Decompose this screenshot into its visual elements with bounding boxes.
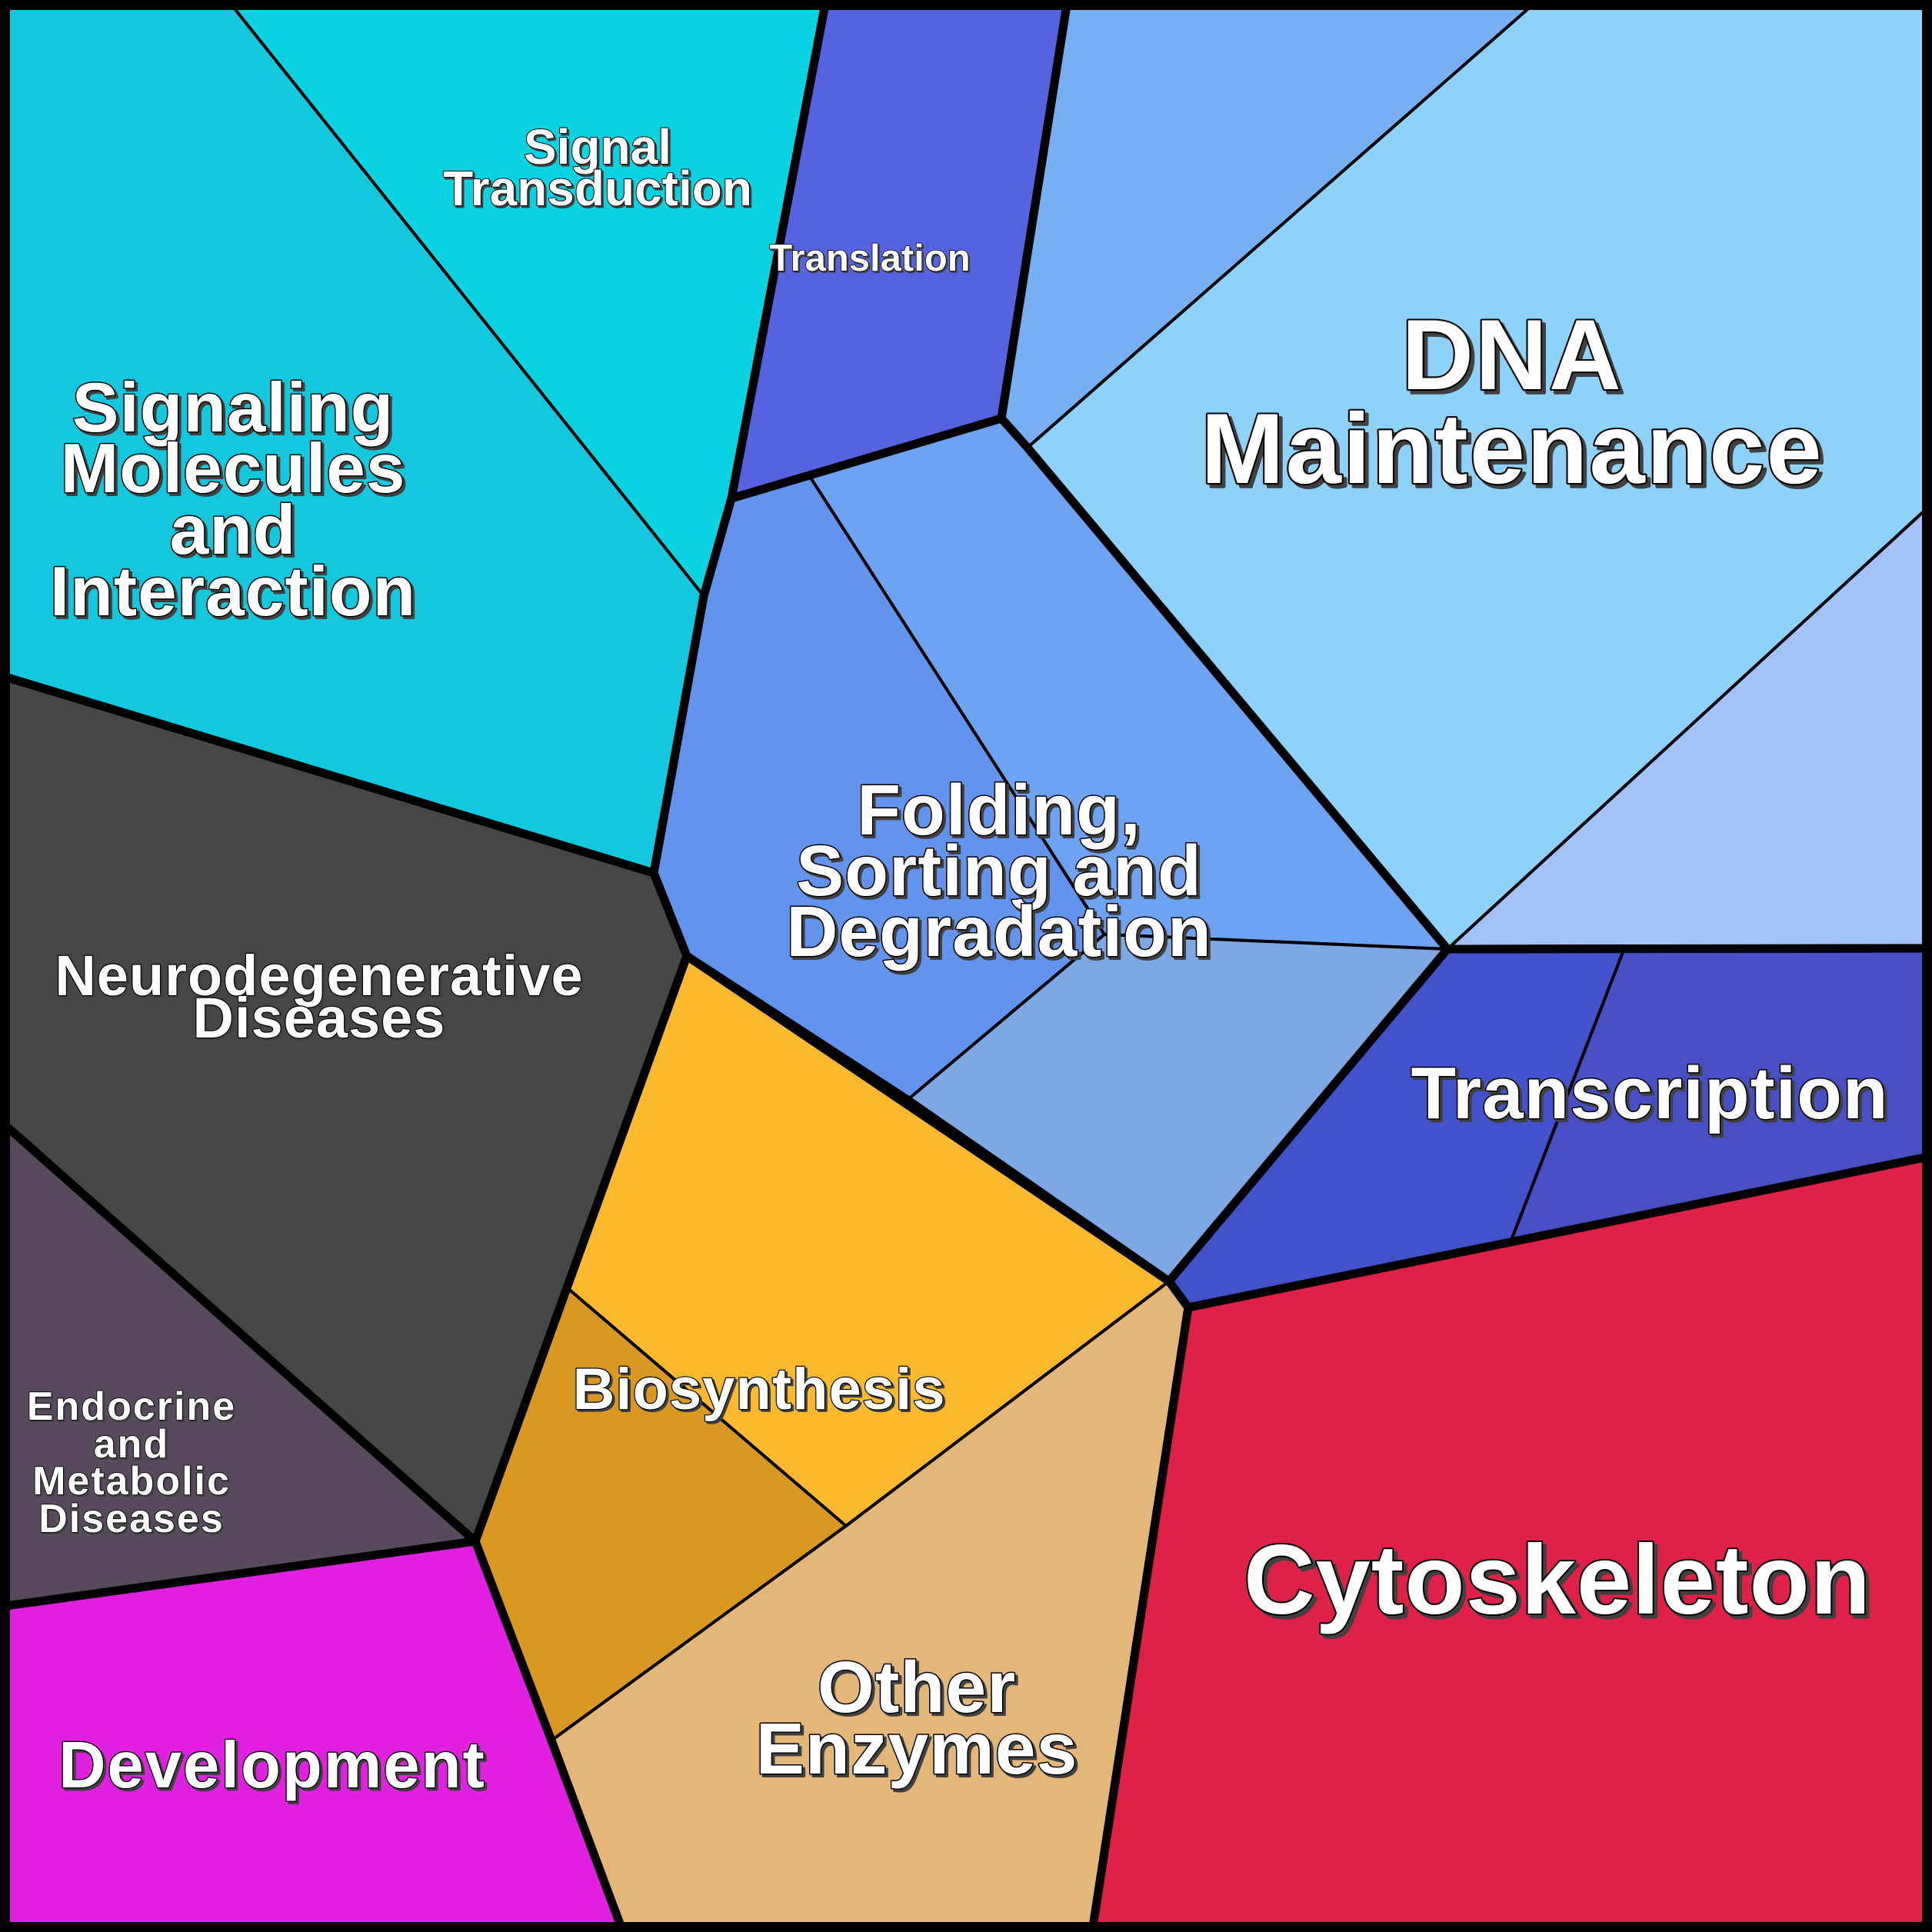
svg-text:Development: Development bbox=[61, 1731, 488, 1804]
svg-text:Enzymes: Enzymes bbox=[758, 1710, 1081, 1792]
svg-text:Signaling: Signaling bbox=[75, 371, 397, 449]
svg-text:Molecules: Molecules bbox=[63, 432, 408, 510]
svg-text:Diseases: Diseases bbox=[193, 986, 446, 1050]
svg-text:Development: Development bbox=[58, 1729, 486, 1802]
svg-text:and: and bbox=[94, 1422, 169, 1467]
svg-text:Folding,: Folding, bbox=[857, 770, 1141, 850]
svg-text:Cytoskeleton: Cytoskeleton bbox=[1247, 1529, 1875, 1639]
svg-text:Metabolic: Metabolic bbox=[34, 1461, 232, 1505]
svg-text:Biosynthesis: Biosynthesis bbox=[572, 1357, 945, 1422]
svg-text:Cytoskeleton: Cytoskeleton bbox=[1244, 1525, 1871, 1635]
svg-text:Transduction: Transduction bbox=[445, 162, 754, 218]
svg-text:Signaling: Signaling bbox=[72, 369, 395, 447]
svg-text:Transcription: Transcription bbox=[1414, 1055, 1891, 1138]
svg-text:Degradation: Degradation bbox=[789, 894, 1215, 974]
svg-text:Other: Other bbox=[820, 1649, 1018, 1730]
svg-text:Endocrine: Endocrine bbox=[28, 1386, 238, 1431]
svg-text:and: and bbox=[172, 494, 299, 571]
svg-text:Transduction: Transduction bbox=[443, 161, 752, 216]
svg-text:Signal: Signal bbox=[525, 121, 673, 176]
svg-text:Sorting and: Sorting and bbox=[798, 833, 1204, 913]
svg-text:Other: Other bbox=[818, 1647, 1016, 1728]
svg-text:Enzymes: Enzymes bbox=[756, 1708, 1078, 1790]
svg-text:Biosynthesis: Biosynthesis bbox=[575, 1359, 948, 1424]
svg-text:Diseases: Diseases bbox=[38, 1497, 225, 1541]
svg-text:Translation: Translation bbox=[771, 239, 971, 281]
svg-text:Endocrine: Endocrine bbox=[27, 1384, 236, 1429]
svg-text:Interaction: Interaction bbox=[50, 553, 416, 631]
svg-text:Maintenance: Maintenance bbox=[1204, 396, 1827, 508]
svg-text:Maintenance: Maintenance bbox=[1201, 392, 1823, 505]
svg-text:Diseases: Diseases bbox=[40, 1498, 226, 1543]
svg-text:Molecules: Molecules bbox=[61, 430, 406, 508]
svg-text:Neurodegenerative: Neurodegenerative bbox=[57, 946, 585, 1010]
svg-text:DNA: DNA bbox=[1401, 298, 1623, 411]
svg-text:Diseases: Diseases bbox=[195, 988, 448, 1052]
svg-text:Signal: Signal bbox=[524, 119, 671, 175]
svg-text:Translation: Translation bbox=[769, 238, 970, 279]
svg-text:Degradation: Degradation bbox=[786, 891, 1212, 971]
svg-text:DNA: DNA bbox=[1405, 302, 1627, 415]
svg-text:Metabolic: Metabolic bbox=[32, 1459, 231, 1504]
svg-text:Neurodegenerative: Neurodegenerative bbox=[55, 944, 583, 1008]
svg-text:Interaction: Interaction bbox=[52, 555, 418, 633]
svg-text:and: and bbox=[170, 491, 297, 569]
svg-text:and: and bbox=[95, 1424, 171, 1468]
svg-text:Folding,: Folding, bbox=[860, 772, 1144, 852]
svg-text:Transcription: Transcription bbox=[1411, 1052, 1888, 1134]
svg-text:Sorting and: Sorting and bbox=[796, 831, 1202, 911]
